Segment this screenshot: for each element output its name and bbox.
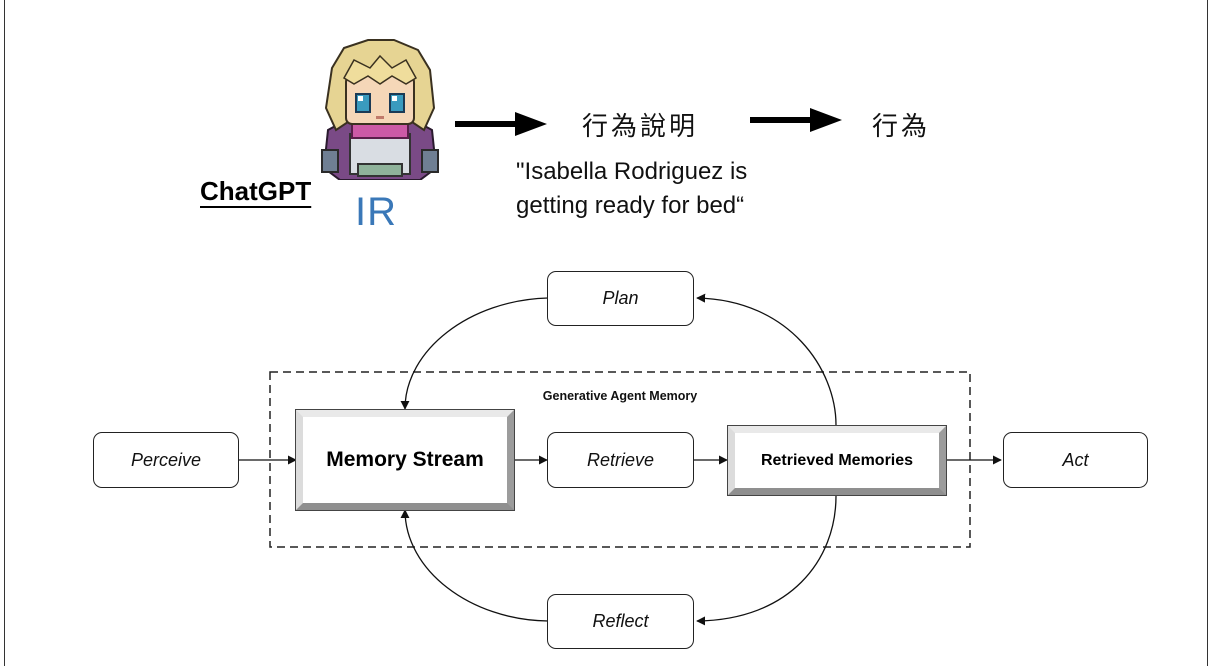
agent-avatar-sprite bbox=[321, 39, 439, 180]
edge-reflect-memory bbox=[400, 509, 549, 622]
action-description-quote: "Isabella Rodriguez is getting ready for… bbox=[516, 155, 846, 223]
perceive-node: Perceive bbox=[93, 432, 239, 488]
left-border bbox=[4, 0, 5, 666]
memory-group-title: Generative Agent Memory bbox=[542, 389, 698, 403]
chatgpt-label: ChatGPT bbox=[200, 176, 312, 206]
act-node: Act bbox=[1003, 432, 1148, 488]
arrow-to-action-icon bbox=[750, 108, 842, 132]
memory-stream-node: Memory Stream bbox=[295, 409, 515, 511]
reflect-node: Reflect bbox=[547, 594, 694, 649]
retrieve-node: Retrieve bbox=[547, 432, 694, 488]
quote-line-2: getting ready for bed“ bbox=[516, 192, 745, 219]
action-description-label: 行為說明 bbox=[582, 111, 699, 141]
edge-retrieved-plan bbox=[696, 293, 837, 426]
right-border bbox=[1207, 0, 1208, 666]
agent-initials: IR bbox=[355, 190, 397, 234]
arrow-to-description-icon bbox=[455, 112, 547, 136]
edge-retrieved-reflect bbox=[696, 495, 837, 626]
retrieved-memories-node: Retrieved Memories bbox=[727, 425, 947, 496]
action-label: 行為 bbox=[872, 111, 931, 141]
edge-plan-memory bbox=[400, 297, 549, 410]
quote-line-1: "Isabella Rodriguez is bbox=[516, 158, 748, 185]
plan-node: Plan bbox=[547, 271, 694, 326]
